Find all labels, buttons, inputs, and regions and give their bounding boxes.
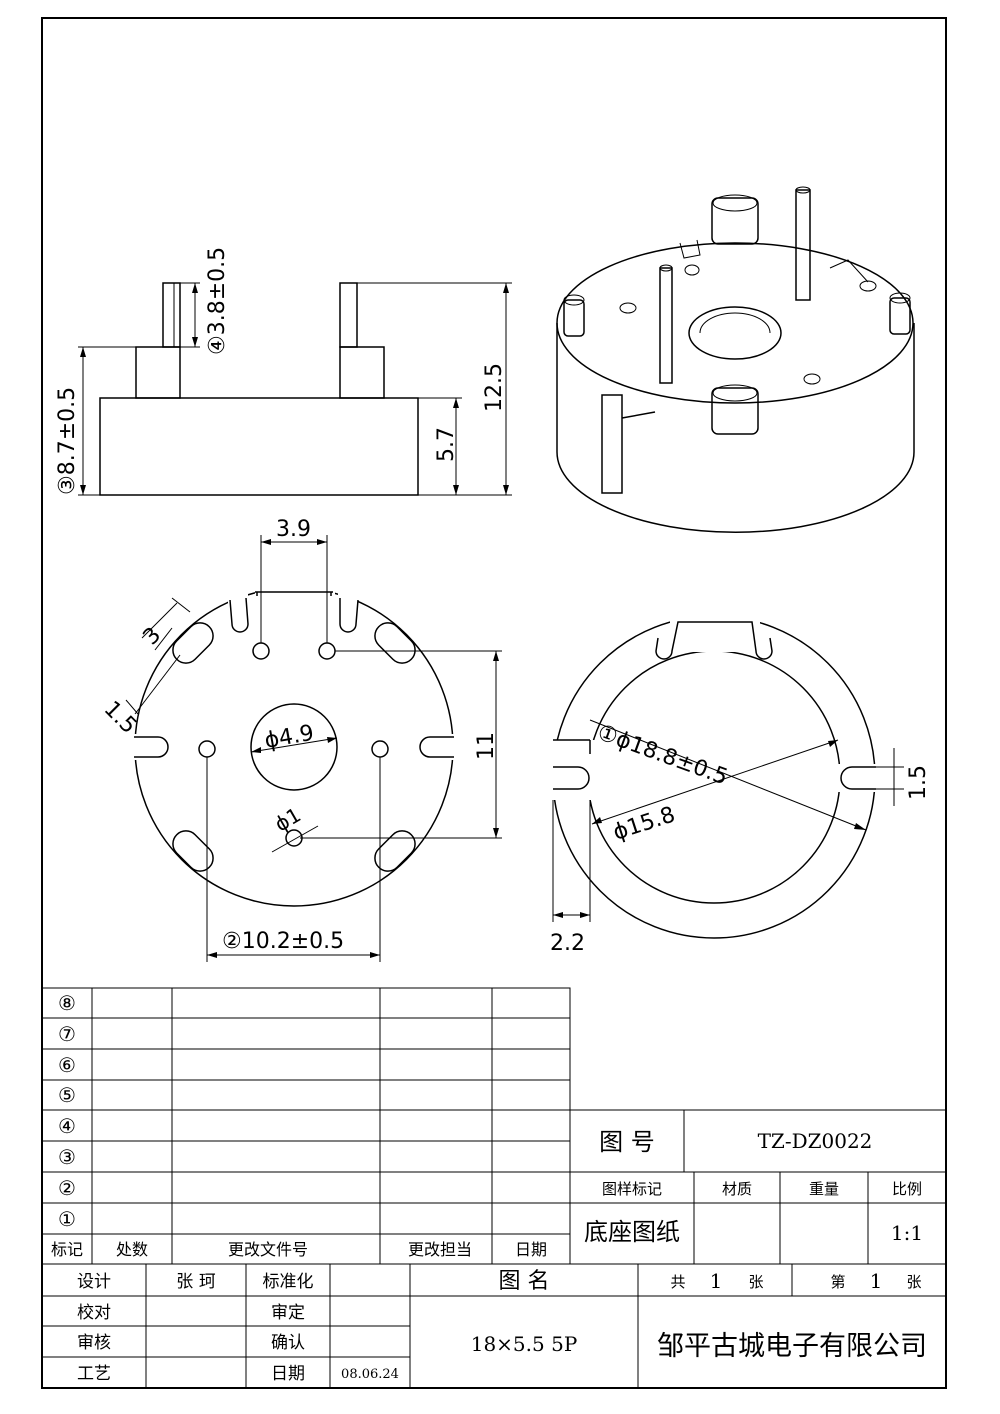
isometric-view bbox=[556, 186, 915, 533]
rev-row-4: ④ bbox=[58, 1114, 76, 1138]
bottom-view bbox=[548, 612, 904, 939]
rev-row-7: ⑦ bbox=[58, 1022, 76, 1046]
dim-3-9: 3.9 bbox=[276, 517, 311, 542]
dim-3-8: ④3.8±0.5 bbox=[205, 247, 230, 355]
drawing-no-label: 图 号 bbox=[599, 1128, 655, 1156]
dim-1-5-bottom: 1.5 bbox=[906, 765, 931, 800]
dim-10-2: ②10.2±0.5 bbox=[222, 929, 344, 954]
dim-1-5-top: 1.5 bbox=[99, 697, 141, 739]
scale-label: 比例 bbox=[892, 1180, 922, 1198]
approve-label: 审定 bbox=[271, 1303, 305, 1323]
rev-row-8: ⑧ bbox=[58, 991, 76, 1015]
rev-row-5: ⑤ bbox=[58, 1083, 76, 1107]
dim-5-7: 5.7 bbox=[434, 427, 459, 462]
mark-label: 图样标记 bbox=[602, 1180, 662, 1198]
total-label: 共 bbox=[670, 1273, 685, 1291]
weight-label: 重量 bbox=[809, 1180, 839, 1198]
check-label: 校对 bbox=[77, 1303, 111, 1323]
drawing-frame bbox=[41, 17, 947, 1389]
title-block bbox=[42, 1109, 946, 1388]
dim-2-2: 2.2 bbox=[550, 931, 585, 956]
rev-header-doc: 更改文件号 bbox=[228, 1240, 308, 1259]
dim-3: 3 bbox=[139, 623, 167, 651]
designer-name: 张 珂 bbox=[176, 1272, 215, 1292]
dim-phi18-8: ①ϕ18.8±0.5 bbox=[594, 720, 731, 790]
scale-value: 1:1 bbox=[891, 1221, 923, 1245]
rev-row-6: ⑥ bbox=[58, 1053, 76, 1077]
standard-label: 标准化 bbox=[263, 1272, 314, 1292]
top-view bbox=[125, 535, 502, 962]
drawing-title: 底座图纸 bbox=[584, 1218, 680, 1246]
index-unit: 张 bbox=[906, 1273, 921, 1291]
confirm-label: 确认 bbox=[271, 1333, 305, 1353]
dim-11: 11 bbox=[474, 732, 499, 760]
date-value: 08.06.24 bbox=[341, 1367, 399, 1382]
name-label: 图 名 bbox=[499, 1269, 550, 1294]
dim-12-5: 12.5 bbox=[482, 363, 507, 412]
rev-row-2: ② bbox=[58, 1176, 76, 1200]
part-name: 18×5.5 5P bbox=[471, 1332, 578, 1356]
drawing-no: TZ-DZ0022 bbox=[758, 1129, 873, 1153]
dim-8-7: ③8.7±0.5 bbox=[55, 387, 80, 495]
dim-phi15-8: ϕ15.8 bbox=[610, 802, 678, 845]
rev-header-count: 处数 bbox=[116, 1240, 148, 1259]
company-name: 邹平古城电子有限公司 bbox=[657, 1331, 927, 1362]
index-value: 1 bbox=[870, 1269, 883, 1293]
dim-phi4-9: ϕ4.9 bbox=[263, 721, 316, 754]
rev-header-owner: 更改担当 bbox=[408, 1240, 472, 1259]
design-label: 设计 bbox=[77, 1272, 111, 1292]
rev-header-mark: 标记 bbox=[51, 1240, 83, 1259]
total-value: 1 bbox=[710, 1269, 723, 1293]
rev-row-1: ① bbox=[58, 1207, 76, 1231]
rev-row-3: ③ bbox=[58, 1145, 76, 1169]
material-label: 材质 bbox=[722, 1180, 752, 1198]
index-label: 第 bbox=[830, 1273, 845, 1291]
total-unit: 张 bbox=[748, 1273, 763, 1291]
rev-header-date: 日期 bbox=[515, 1240, 547, 1259]
review-label: 审核 bbox=[77, 1333, 111, 1353]
front-view bbox=[78, 282, 512, 496]
date-label: 日期 bbox=[271, 1364, 305, 1384]
process-label: 工艺 bbox=[77, 1364, 111, 1384]
revision-table bbox=[41, 987, 571, 1265]
dim-phi1: ϕ1 bbox=[271, 803, 305, 837]
